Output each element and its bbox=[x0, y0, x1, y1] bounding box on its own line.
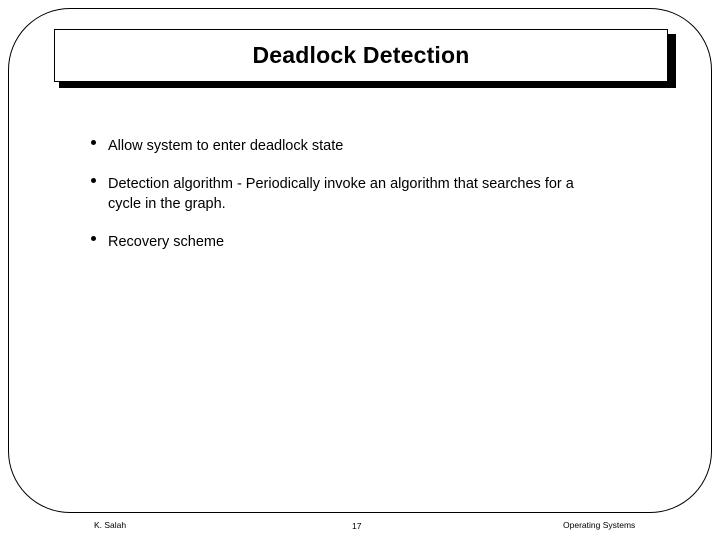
list-item: Recovery scheme bbox=[88, 232, 608, 252]
footer-page-number: 17 bbox=[352, 521, 362, 531]
bullet-text: Recovery scheme bbox=[108, 234, 225, 250]
bullet-text: Detection algorithm - Periodically invok… bbox=[108, 176, 574, 212]
bullet-dot-icon bbox=[91, 178, 96, 183]
bullet-text: Allow system to enter deadlock state bbox=[108, 138, 344, 154]
bullet-dot-icon bbox=[91, 236, 96, 241]
slide-title: Deadlock Detection bbox=[252, 42, 470, 68]
footer-course-name: Operating Systems bbox=[563, 520, 636, 530]
slide-footer: K. Salah 17 Operating Systems bbox=[0, 516, 720, 540]
footer-author: K. Salah bbox=[94, 520, 127, 530]
bullet-dot-icon bbox=[91, 140, 96, 145]
list-item: Allow system to enter deadlock state bbox=[88, 136, 608, 156]
title-placeholder: Deadlock Detection bbox=[54, 29, 668, 82]
list-item: Detection algorithm - Periodically invok… bbox=[88, 174, 608, 214]
bullet-list: Allow system to enter deadlock state Det… bbox=[88, 136, 608, 270]
